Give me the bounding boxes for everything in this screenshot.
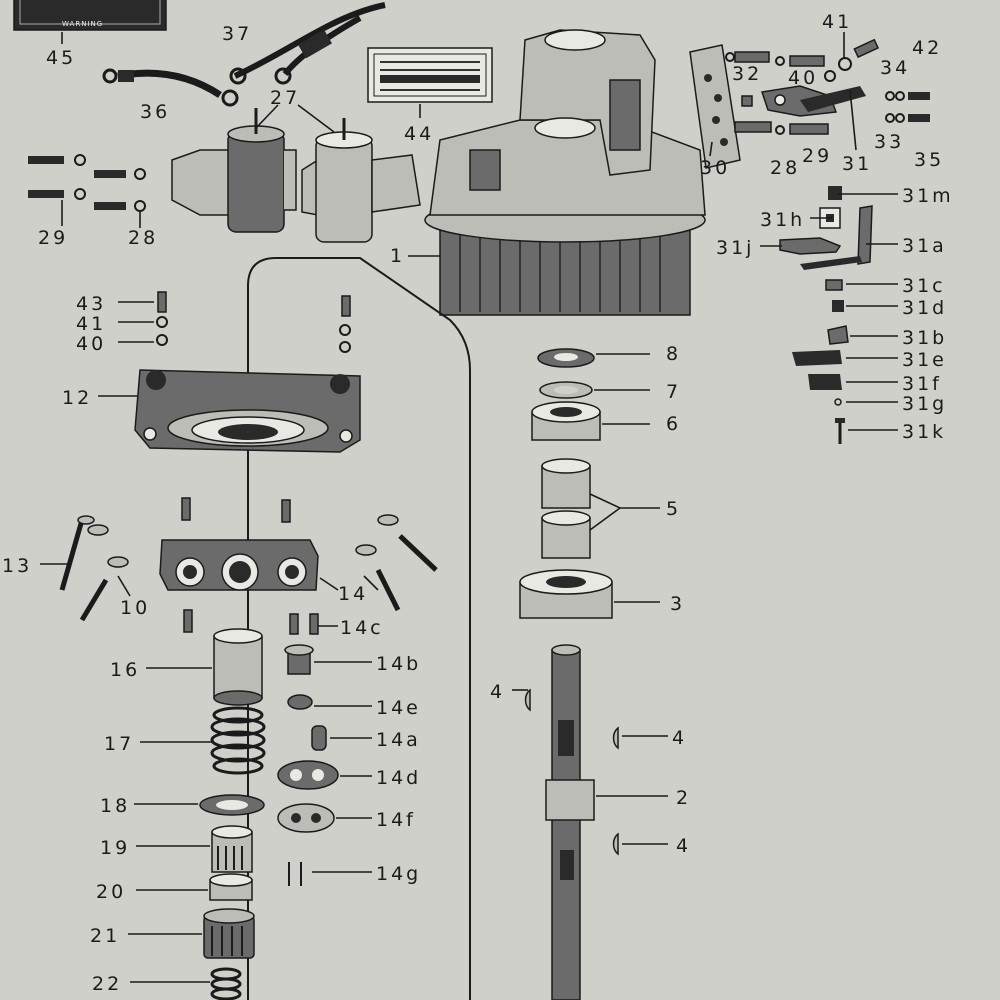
bracket-30 [689, 44, 741, 169]
spring-17 [210, 706, 266, 775]
bushing-16 [213, 628, 263, 706]
label-31c: 31c [902, 275, 946, 297]
label-31f: 31f [902, 373, 942, 395]
label-31e: 31e [902, 349, 947, 371]
screws-43-41-40 [156, 291, 351, 353]
label-1: 1 [390, 245, 405, 267]
shaft-2 [545, 644, 595, 1000]
cable-36 [102, 68, 239, 107]
label-29: 29 [38, 227, 68, 249]
boundary-outline [247, 257, 471, 1000]
label-6: 6 [666, 413, 681, 435]
label-28: 28 [128, 227, 158, 249]
label-4b: 4 [672, 727, 687, 749]
label-14e: 14e [376, 697, 421, 719]
label-40: 40 [788, 67, 818, 89]
label-31j: 31j [716, 237, 754, 259]
label-14g: 14g [376, 863, 421, 885]
label-40b: 40 [76, 333, 106, 355]
label-44: 44 [404, 123, 434, 145]
bushings-5 [541, 458, 591, 559]
label-18: 18 [100, 795, 130, 817]
label-14b: 14b [376, 653, 421, 675]
label-3: 3 [670, 593, 685, 615]
nut-8 [537, 348, 595, 368]
label-31: 31 [842, 153, 872, 175]
label-19: 19 [100, 837, 130, 859]
label-10: 10 [120, 597, 150, 619]
label-12: 12 [62, 387, 92, 409]
label-5: 5 [666, 498, 681, 520]
label-8: 8 [666, 343, 681, 365]
label-36: 36 [140, 101, 170, 123]
warning-plate-text: WARNING [62, 20, 103, 28]
label-41b: 41 [76, 313, 106, 335]
label-14a: 14a [376, 729, 421, 751]
label-14f: 14f [376, 809, 416, 831]
gear-21 [203, 908, 255, 959]
label-33: 33 [874, 131, 904, 153]
spring-22 [210, 967, 242, 1000]
label-31b: 31b [902, 327, 947, 349]
label-14c: 14c [340, 617, 384, 639]
label-13: 13 [2, 555, 32, 577]
gear-19 [211, 825, 253, 873]
label-32: 32 [732, 63, 762, 85]
end-cap-12 [134, 369, 361, 453]
solenoid-27-left [171, 108, 297, 233]
label-7: 7 [666, 381, 681, 403]
ring-20 [209, 873, 253, 901]
leader-lines [40, 32, 898, 983]
label-21: 21 [90, 925, 120, 947]
label-14: 14 [338, 583, 368, 605]
label-31h: 31h [760, 209, 805, 231]
warning-plate-45: WARNING [13, 0, 167, 31]
lock-washer-7 [539, 381, 593, 399]
label-31d: 31d [902, 297, 947, 319]
label-30: 30 [700, 157, 730, 179]
label-29b: 29 [802, 145, 832, 167]
label-31k: 31k [902, 421, 946, 443]
dowel-pins [181, 497, 319, 635]
label-22: 22 [92, 973, 122, 995]
label-17: 17 [104, 733, 134, 755]
label-43: 43 [76, 293, 106, 315]
label-28b: 28 [770, 157, 800, 179]
label-2: 2 [676, 787, 691, 809]
label-37: 37 [222, 23, 252, 45]
label-27: 27 [270, 87, 300, 109]
label-41: 41 [822, 11, 852, 33]
bearing-6 [531, 401, 601, 441]
part-labels: 45 37 36 27 44 29 28 41 42 32 40 34 33 3… [2, 11, 954, 995]
main-housing-1 [424, 29, 706, 316]
parts-14-series [277, 644, 339, 886]
pump-block-14 [159, 539, 319, 591]
label-31m: 31m [902, 185, 954, 207]
label-35: 35 [914, 149, 944, 171]
label-31g: 31g [902, 393, 947, 415]
label-16: 16 [110, 659, 140, 681]
cable-37 [229, 2, 386, 85]
bearing-3 [519, 569, 613, 619]
data-plate-44 [367, 47, 493, 103]
label-4c: 4 [676, 835, 691, 857]
screws-upper-right [725, 38, 930, 135]
woodruff-keys-4 [524, 688, 619, 856]
label-34: 34 [880, 57, 910, 79]
label-45: 45 [46, 47, 76, 69]
label-31a: 31a [902, 235, 947, 257]
label-14d: 14d [376, 767, 421, 789]
washer-18 [199, 794, 265, 816]
solenoid-27-right [301, 118, 421, 243]
bolts-13 [59, 514, 438, 622]
label-20: 20 [96, 881, 126, 903]
screws-29-28 [28, 154, 146, 212]
label-42: 42 [912, 37, 942, 59]
label-4a: 4 [490, 681, 505, 703]
